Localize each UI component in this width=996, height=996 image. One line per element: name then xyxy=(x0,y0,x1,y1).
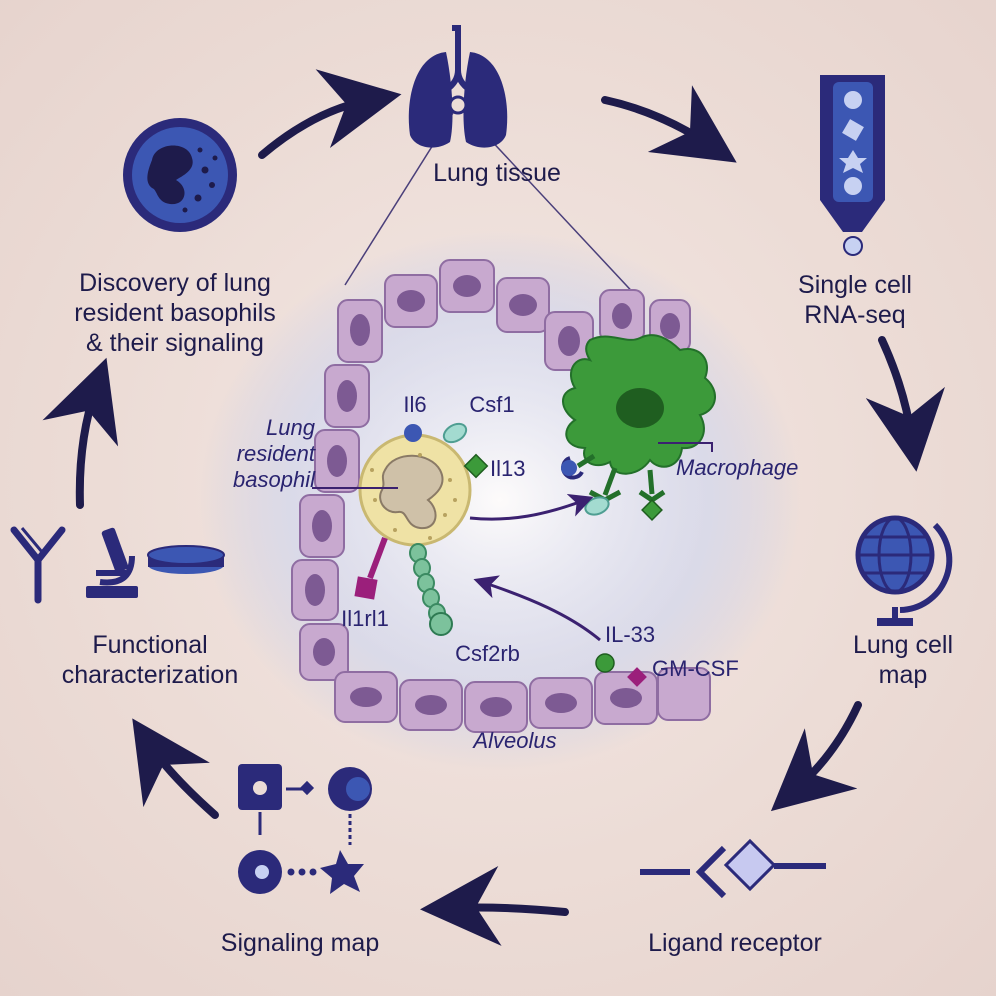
csf1-molecule xyxy=(442,422,468,444)
arrow-ligand-to-signaling xyxy=(420,866,569,946)
lung-cell-map-line-1: Lung cell xyxy=(852,631,954,659)
lung-cell-map-label: Lung cell map xyxy=(830,630,976,690)
basophil-cell-icon xyxy=(123,118,237,232)
il6-label: Il6 xyxy=(403,392,427,417)
ligand-receptor-label: Ligand receptor xyxy=(648,929,822,957)
macrophage-label: Macrophage xyxy=(676,455,799,480)
arrow-discovery-to-lung xyxy=(258,69,402,159)
csf2rb-label: Csf2rb xyxy=(455,641,520,666)
il33-to-basophil-arrow xyxy=(473,575,601,642)
globe-icon xyxy=(855,515,953,626)
il13-molecule xyxy=(463,453,489,479)
single-cell-tube-icon xyxy=(820,75,885,256)
alveolus-label: Alveolus xyxy=(473,728,557,753)
basophil-to-macrophage-arrow xyxy=(469,494,594,521)
antibody-icon xyxy=(10,526,66,604)
microscope-icon xyxy=(86,527,138,598)
arrow-rnaseq-to-cellmap xyxy=(865,336,945,472)
arrow-cellmap-to-ligand xyxy=(770,701,862,812)
lung-resident-basophil xyxy=(358,433,472,547)
il13-label: Il13 xyxy=(490,456,526,481)
macrophage-pointer xyxy=(658,442,713,452)
il1rl1-label: Il1rl1 xyxy=(341,606,389,631)
arrow-functional-to-discovery xyxy=(42,357,119,509)
single-cell-rnaseq-line-1: Single cell xyxy=(798,271,912,299)
discovery-line-2: resident basophils xyxy=(74,299,276,327)
discovery-label: Discovery of lung resident basophils & t… xyxy=(40,268,310,358)
basophil-label: Lung resident basophil xyxy=(225,415,315,493)
single-cell-rnaseq-label: Single cell RNA-seq xyxy=(770,270,940,330)
signaling-map-label: Signaling map xyxy=(220,929,380,957)
csf1-label: Csf1 xyxy=(469,392,515,417)
signaling-map-icon xyxy=(238,764,372,894)
ligand-receptor-icon xyxy=(640,838,826,899)
lung-cell-map-line-2: map xyxy=(878,661,928,689)
discovery-line-3: & their signaling xyxy=(86,329,264,357)
functional-line-2: characterization xyxy=(61,661,239,689)
petri-dish-icon xyxy=(147,545,225,574)
lung-tissue-label: Lung tissue xyxy=(433,159,561,187)
il33-molecule xyxy=(595,653,615,673)
il6-molecule xyxy=(404,424,422,442)
functional-line-1: Functional xyxy=(92,631,208,659)
il1rl1-receptor xyxy=(354,536,388,600)
discovery-line-1: Discovery of lung xyxy=(79,269,271,297)
il33-label: IL-33 xyxy=(605,622,656,647)
basophil-label-line-1: Lung xyxy=(266,415,315,440)
arrow-lung-to-rnaseq xyxy=(601,85,737,163)
gmcsf-label: GM-CSF xyxy=(652,656,739,681)
basophil-label-line-2: resident xyxy=(236,441,315,466)
macrophage xyxy=(561,334,716,521)
lung-icon xyxy=(408,25,508,148)
alveolus-wall xyxy=(291,259,711,733)
functional-characterization-label: Functional characterization xyxy=(30,630,270,690)
gmcsf-molecule xyxy=(627,667,647,687)
csf2rb-receptor xyxy=(409,543,453,636)
arrow-signaling-to-functional xyxy=(132,718,219,819)
single-cell-rnaseq-line-2: RNA-seq xyxy=(804,301,906,329)
basophil-label-line-3: basophil xyxy=(233,467,315,492)
